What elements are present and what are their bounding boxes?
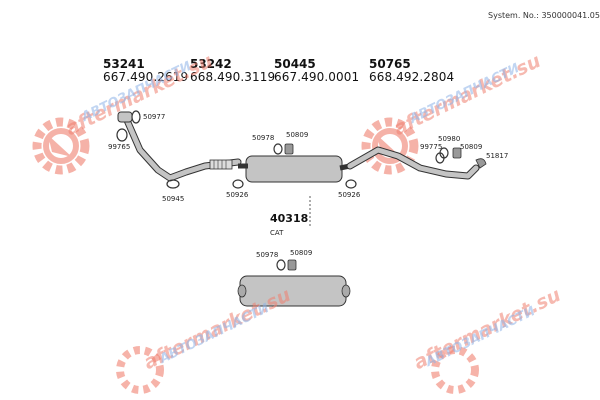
callout-50809-top: 50809	[286, 131, 309, 139]
oe-number-2: 668.490.3119	[190, 70, 276, 84]
hanger-50809b	[452, 147, 462, 159]
callout-50978-bottom: 50978	[256, 251, 279, 259]
ring-50978a	[273, 143, 283, 155]
rear-pipe-50765	[346, 146, 480, 180]
hanger-50809a	[284, 143, 294, 155]
callout-50926-left: 50926	[226, 191, 249, 199]
clamp-99765	[116, 128, 128, 142]
callout-50978-top: 50978	[252, 134, 275, 142]
callout-40318: 40318	[270, 212, 309, 225]
clamp-50945	[166, 179, 180, 189]
clamp-99775	[435, 152, 445, 164]
part-code-2: 53242	[190, 57, 232, 71]
hanger-50809c	[287, 259, 297, 271]
oe-number-3: 667.490.0001	[274, 70, 360, 84]
center-muffler-50445	[238, 155, 351, 183]
part-code-4: 50765	[369, 57, 411, 71]
front-pipe-53241	[117, 111, 242, 182]
watermark-gear-icon-bottom-right	[431, 346, 479, 394]
clamp-50977	[131, 110, 141, 124]
clamp-50926b	[345, 179, 357, 189]
flex-section	[209, 159, 233, 170]
callout-50809-right: 50809	[460, 143, 483, 151]
watermark-gear-icon-bottom-left	[116, 346, 164, 394]
callout-50977: 50977	[143, 113, 166, 121]
callout-50980: 50980	[438, 135, 461, 143]
ring-50978b	[276, 259, 286, 271]
part-code-3: 50445	[274, 57, 316, 71]
callout-99775: 99775	[420, 143, 443, 151]
clamp-50926a	[232, 179, 244, 189]
oe-number-1: 667.490.2619	[103, 70, 189, 84]
callout-51817: 51817	[486, 152, 509, 160]
watermark-gear-icon-left	[32, 117, 90, 175]
catalytic-converter-40318	[237, 275, 351, 307]
part-code-1: 53241	[103, 57, 145, 71]
oe-number-4: 668.492.2804	[369, 70, 455, 84]
system-number: System. No.: 350000041.05	[488, 11, 600, 20]
callout-50809-bottom: 50809	[290, 249, 313, 257]
callout-50926-right: 50926	[338, 191, 361, 199]
callout-99765: 99765	[108, 143, 131, 151]
cat-label: CAT	[270, 229, 284, 237]
bracket-51817	[475, 158, 487, 169]
callout-50945: 50945	[162, 195, 185, 203]
